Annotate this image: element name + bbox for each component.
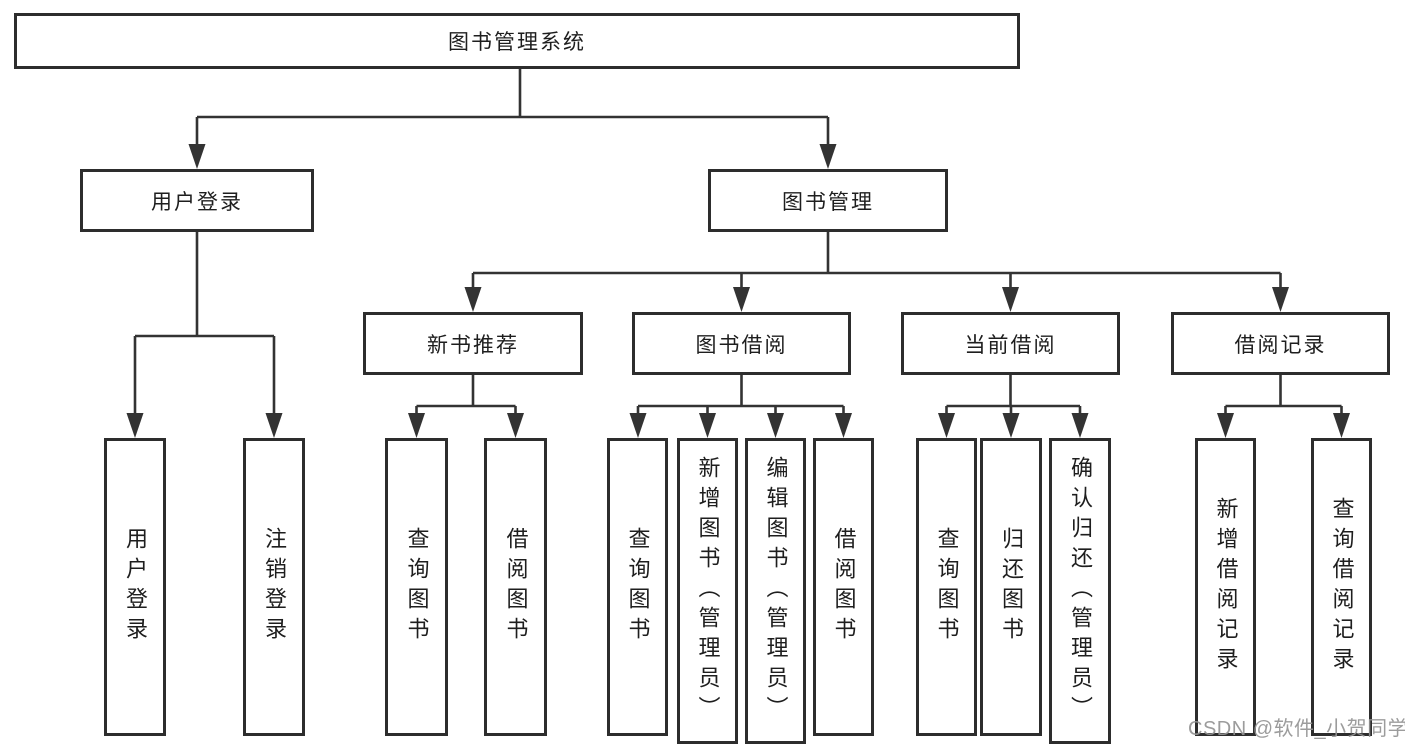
leaf-query-books-current: 查询图书: [916, 438, 977, 736]
leaf-edit-book-admin: 编辑图书（管理员）: [745, 438, 806, 744]
arrowhead: [733, 287, 750, 312]
edge-book-borrow-to-leaves: [636, 375, 845, 420]
arrowhead: [1071, 413, 1089, 438]
leaf-add-book-admin: 新增图书（管理员）: [677, 438, 738, 744]
arrowhead: [1002, 287, 1019, 312]
leaf-add-borrow-record: 新增借阅记录: [1195, 438, 1256, 736]
edge-book-management-to-level3: [471, 232, 1282, 294]
arrowhead: [1272, 287, 1289, 312]
node-current-borrow: 当前借阅: [901, 312, 1120, 375]
leaf-query-borrow-record: 查询借阅记录: [1311, 438, 1372, 736]
arrowhead: [507, 413, 524, 438]
leaf-return-books: 归还图书: [980, 438, 1042, 736]
node-borrow-records: 借阅记录: [1171, 312, 1390, 375]
edge-borrow-records-to-leaves: [1224, 375, 1343, 420]
leaf-borrow-books: 借阅图书: [813, 438, 874, 736]
arrowhead: [699, 413, 716, 438]
arrowhead: [408, 413, 425, 438]
leaf-confirm-return-admin: 确认归还（管理员）: [1049, 438, 1111, 744]
arrowhead: [265, 413, 283, 438]
arrowhead: [1002, 413, 1020, 438]
node-library-system-root: 图书管理系统: [14, 13, 1020, 69]
arrowhead: [464, 287, 482, 312]
edge-root-to-level2: [195, 69, 830, 151]
arrowhead: [1217, 413, 1234, 438]
node-book-management: 图书管理: [708, 169, 948, 232]
node-new-book-recommend: 新书推荐: [363, 312, 583, 375]
node-book-borrow: 图书借阅: [632, 312, 851, 375]
csdn-watermark: CSDN @软件_小贺同学: [1188, 718, 1405, 740]
edge-new-book-recommend-to-leaves: [415, 375, 517, 420]
arrowhead: [938, 413, 955, 438]
arrowhead: [1333, 413, 1350, 438]
edge-user-login-to-leaves: [133, 232, 276, 420]
arrowhead: [126, 413, 144, 438]
node-user-login: 用户登录: [80, 169, 314, 232]
arrowhead: [835, 413, 852, 438]
arrowhead: [767, 413, 784, 438]
arrowhead: [819, 144, 837, 169]
edge-current-borrow-to-leaves: [945, 375, 1082, 420]
leaf-borrow-books-recommend: 借阅图书: [484, 438, 547, 736]
leaf-user-login: 用户登录: [104, 438, 166, 736]
leaf-query-books-borrow: 查询图书: [607, 438, 668, 736]
arrowhead: [629, 413, 647, 438]
leaf-logout: 注销登录: [243, 438, 305, 736]
arrowhead: [188, 144, 206, 169]
leaf-query-books-recommend: 查询图书: [385, 438, 448, 736]
